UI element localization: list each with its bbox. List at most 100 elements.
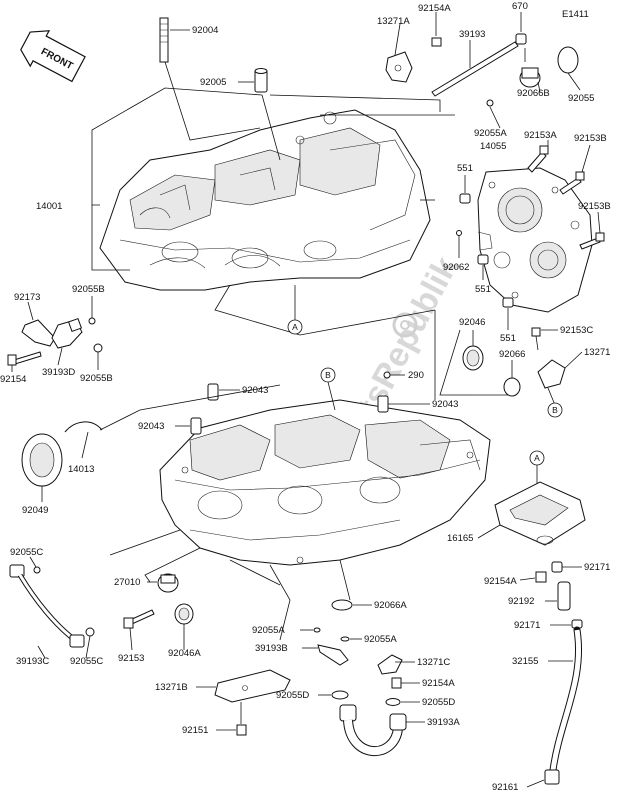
dowel-551-2 bbox=[477, 254, 489, 280]
label-551-3: 551 bbox=[500, 333, 516, 344]
clamp-92171-2 bbox=[550, 619, 583, 629]
cap-92161 bbox=[526, 769, 560, 788]
dowel-92043-3 bbox=[377, 395, 430, 413]
label-13271a: 13271A bbox=[377, 16, 410, 27]
label-92171-1: 92171 bbox=[584, 562, 610, 573]
oring-92055a-2 bbox=[340, 636, 362, 642]
label-92062: 92062 bbox=[443, 262, 469, 273]
dowel-92043-2 bbox=[175, 417, 202, 435]
bracket-13271c bbox=[377, 654, 415, 675]
label-39193c: 39193C bbox=[16, 656, 49, 667]
oring-92055d-2 bbox=[385, 698, 420, 706]
label-92153b-1: 92153B bbox=[574, 133, 607, 144]
label-92055d-2: 92055D bbox=[422, 697, 455, 708]
label-92153: 92153 bbox=[118, 653, 144, 664]
label-13271c: 13271C bbox=[417, 657, 450, 668]
bracket-13271b bbox=[196, 669, 291, 703]
label-290: 290 bbox=[408, 370, 424, 381]
label-16165: 16165 bbox=[447, 533, 473, 544]
label-92004: 92004 bbox=[192, 25, 218, 36]
label-92043-3: 92043 bbox=[432, 399, 458, 410]
label-92066b: 92066B bbox=[517, 88, 550, 99]
label-39193: 39193 bbox=[459, 29, 485, 40]
front-arrow-icon: FRONT bbox=[20, 30, 86, 83]
label-551-1: 551 bbox=[457, 163, 473, 174]
label-92055a-top: 92055A bbox=[474, 128, 507, 139]
oring-92055c-1 bbox=[29, 556, 41, 574]
part-labels: 92004 13271A 92154A 670 39193 92005 9206… bbox=[0, 1, 611, 793]
upper-crankcase bbox=[99, 109, 431, 291]
label-92055b-1: 92055B bbox=[72, 284, 105, 295]
callout-a-oilpan-label: A bbox=[534, 453, 540, 463]
dowel-92043-1 bbox=[207, 383, 240, 401]
callout-a-label: A bbox=[292, 322, 298, 332]
label-92154a-mid: 92154A bbox=[484, 576, 517, 587]
dowel-92005 bbox=[238, 68, 268, 93]
pipe-39193c bbox=[9, 564, 85, 659]
bracket-92173 bbox=[21, 301, 56, 347]
label-92066: 92066 bbox=[499, 349, 525, 360]
oil-pan-16165 bbox=[477, 481, 586, 546]
label-92055b-2: 92055B bbox=[80, 373, 113, 384]
bracket-13271a bbox=[385, 23, 413, 83]
label-92171-2: 92171 bbox=[514, 620, 540, 631]
ring-14013 bbox=[64, 421, 103, 459]
shaft-39193 bbox=[431, 40, 519, 97]
stud-92004 bbox=[159, 17, 190, 63]
callout-a-upper: A bbox=[287, 319, 303, 335]
bolt-92153c bbox=[531, 327, 558, 351]
label-92055a-1: 92055A bbox=[252, 625, 285, 636]
label-14055: 14055 bbox=[480, 141, 506, 152]
bolt-92153 bbox=[123, 609, 155, 651]
callout-a-oilpan: A bbox=[529, 450, 545, 485]
bolt-92154 bbox=[7, 351, 42, 372]
plug-290 bbox=[383, 371, 405, 379]
label-92192: 92192 bbox=[508, 596, 534, 607]
watermark-gear-icon bbox=[392, 312, 418, 338]
pipe-39193b bbox=[302, 644, 349, 666]
label-92043-2: 92043 bbox=[138, 421, 164, 432]
bolt-92154a-top bbox=[431, 12, 442, 47]
leader-lines-lower bbox=[99, 310, 510, 641]
bolt-92154a-bot bbox=[391, 677, 420, 689]
dowel-551-3 bbox=[502, 297, 514, 330]
label-92066a: 92066A bbox=[374, 600, 407, 611]
label-92055a-2: 92055A bbox=[364, 634, 397, 645]
fitting-670 bbox=[515, 12, 527, 45]
lower-crankcase bbox=[159, 399, 491, 566]
callout-b-lower: B bbox=[320, 367, 336, 411]
oring-92055c-2 bbox=[85, 627, 95, 659]
hose-92192 bbox=[545, 581, 571, 611]
label-92154a-bot: 92154A bbox=[422, 678, 455, 689]
oring-92055b-1 bbox=[88, 296, 96, 325]
oil-seal-92049 bbox=[21, 433, 63, 502]
plug-27010 bbox=[147, 573, 179, 593]
label-92151: 92151 bbox=[182, 725, 208, 736]
plug-92066a bbox=[331, 599, 372, 611]
label-92055c-2: 92055C bbox=[70, 656, 103, 667]
fitting-92171-1 bbox=[551, 561, 582, 573]
diagram-code: E1411 bbox=[562, 9, 589, 20]
bolt-92154a-mid bbox=[519, 571, 547, 583]
label-92055d-1: 92055D bbox=[276, 690, 309, 701]
label-92043-1: 92043 bbox=[242, 385, 268, 396]
label-39193a: 39193A bbox=[427, 717, 460, 728]
bolt-92153a bbox=[527, 140, 549, 173]
label-27010: 27010 bbox=[114, 577, 140, 588]
plug-92062 bbox=[456, 230, 462, 258]
callout-b-right: B bbox=[547, 402, 563, 418]
cover-14055 bbox=[477, 167, 593, 313]
label-92049: 92049 bbox=[22, 505, 48, 516]
oring-92055a-top bbox=[486, 99, 501, 129]
label-92005: 92005 bbox=[200, 77, 226, 88]
bearing-92046 bbox=[462, 330, 484, 371]
plug-92066 bbox=[503, 360, 521, 397]
hose-32155 bbox=[548, 626, 583, 774]
leader-lines-upper bbox=[91, 61, 455, 336]
label-92154: 92154 bbox=[0, 374, 26, 385]
dowel-551-1 bbox=[459, 175, 471, 204]
label-92046a: 92046A bbox=[168, 648, 201, 659]
label-13271b: 13271B bbox=[155, 682, 188, 693]
label-92153b-2: 92153B bbox=[578, 201, 611, 212]
